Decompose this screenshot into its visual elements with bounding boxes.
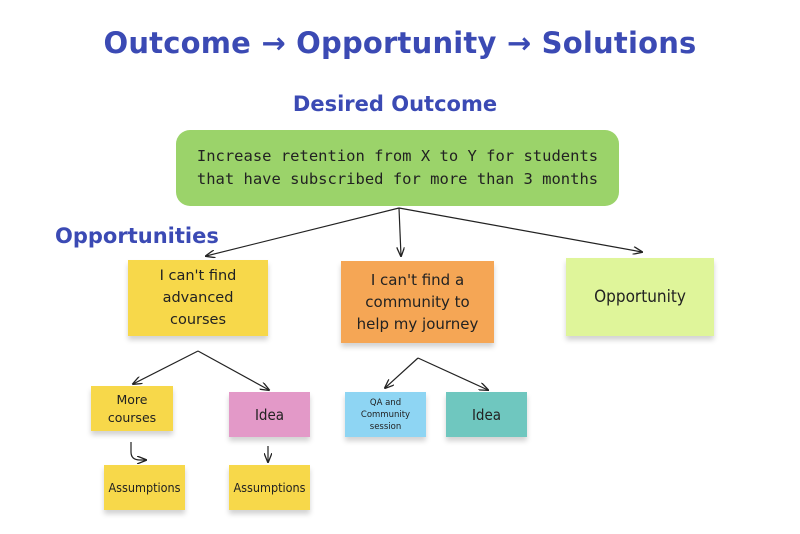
opportunity-note-placeholder: Opportunity xyxy=(566,258,714,336)
assumption-note-1: Assumptions xyxy=(104,465,185,510)
solution-note-more-courses: More courses xyxy=(91,386,173,431)
solution-note-idea-1: Idea xyxy=(229,392,310,437)
opportunities-label: Opportunities xyxy=(55,224,219,248)
arrow-opp2-to-sol3 xyxy=(385,357,419,388)
solution-note-qa-community: QA and Community session xyxy=(345,392,426,437)
desired-outcome-label: Desired Outcome xyxy=(292,92,498,116)
opportunity-note-advanced-courses: I can't find advanced courses xyxy=(128,260,268,336)
arrow-outcome-to-opp3 xyxy=(398,207,642,252)
arrow-sol1-to-assump1 xyxy=(130,442,146,460)
solution-note-idea-2: Idea xyxy=(446,392,527,437)
arrow-outcome-to-opp1 xyxy=(206,207,400,256)
arrow-opp2-to-sol4 xyxy=(417,357,488,390)
arrow-opp1-to-sol2 xyxy=(197,350,269,390)
arrow-opp1-to-sol1 xyxy=(133,350,199,384)
arrow-outcome-to-opp2 xyxy=(399,207,401,256)
diagram-title: Outcome → Opportunity → Solutions xyxy=(103,26,697,60)
outcome-box: Increase retention from X to Y for stude… xyxy=(176,130,619,206)
assumption-note-2: Assumptions xyxy=(229,465,310,510)
opportunity-note-community: I can't find a community to help my jour… xyxy=(341,261,494,343)
